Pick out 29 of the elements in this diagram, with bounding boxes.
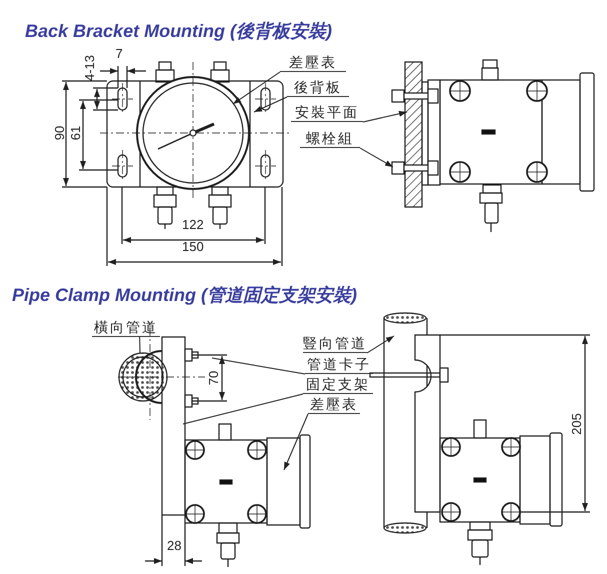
- callout-label: 後背板: [287, 81, 349, 97]
- dimension-label: 4-13: [83, 54, 98, 82]
- dimension-label: 122: [182, 218, 204, 232]
- leader-line: [366, 336, 394, 354]
- heading: Pipe Clamp Mounting (管道固定支架安裝): [12, 284, 357, 306]
- leader-line: [182, 394, 304, 424]
- leader-line: [284, 414, 308, 470]
- leader-line: [232, 72, 280, 104]
- leader-line: [360, 148, 394, 168]
- leader-line: [254, 96, 288, 112]
- callout-label: 管道卡子: [305, 358, 373, 374]
- dimension-label: 205: [570, 413, 584, 435]
- leader-line: [212, 358, 306, 374]
- callout-label: 豎向管道: [303, 337, 367, 353]
- callout-label: 橫向管道: [92, 321, 160, 337]
- callout-label: 差壓表: [308, 398, 360, 414]
- heading: Back Bracket Mounting (後背板安裝): [25, 20, 332, 42]
- dimension-label: 150: [182, 240, 204, 254]
- dimension-label: 61: [69, 126, 84, 140]
- dimension-label: 28: [167, 539, 182, 553]
- leader-line: [362, 110, 408, 122]
- callout-label: 安裝平面: [291, 106, 363, 122]
- dimension-label: 90: [53, 126, 68, 140]
- callout-label: 差壓表: [280, 56, 346, 72]
- leader-line: [139, 336, 140, 354]
- dimension-label: 70: [207, 370, 222, 386]
- dimension-label: 7: [116, 47, 123, 61]
- callout-label: 固定支架: [303, 378, 373, 394]
- callout-label: 螺栓組: [300, 132, 360, 148]
